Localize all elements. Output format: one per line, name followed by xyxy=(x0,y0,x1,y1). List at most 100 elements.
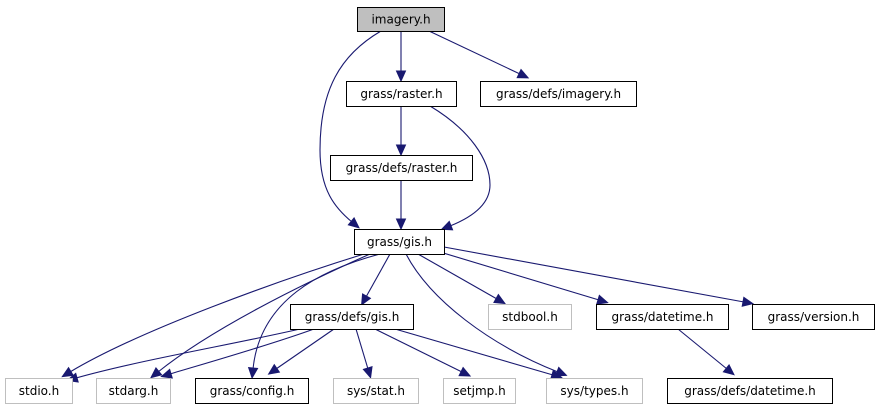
arrowhead-icon xyxy=(395,70,407,83)
edge-gis-to-config xyxy=(247,253,381,380)
node-label: grass/datetime.h xyxy=(611,310,713,324)
node-label: grass/defs/imagery.h xyxy=(496,87,621,101)
arrowhead-icon xyxy=(395,218,407,231)
node-label: grass/defs/raster.h xyxy=(346,161,458,175)
node-datetime[interactable]: grass/datetime.h xyxy=(596,304,729,330)
node-config[interactable]: grass/config.h xyxy=(195,378,309,404)
edge-line xyxy=(417,253,498,300)
edge-raster-to-gis xyxy=(429,105,491,231)
edge-defs-gis-to-sys-stat xyxy=(355,328,373,379)
node-stdio: stdio.h xyxy=(5,378,73,404)
edge-line xyxy=(443,246,745,303)
arrowhead-icon xyxy=(440,220,454,231)
node-box xyxy=(357,7,445,32)
edge-line xyxy=(75,328,301,379)
edge-line xyxy=(355,328,369,370)
node-label: setjmp.h xyxy=(453,384,505,398)
arrowhead-icon xyxy=(160,368,173,379)
node-box xyxy=(480,81,637,107)
edge-datetime-to-defs-datetime xyxy=(677,328,735,376)
node-version[interactable]: grass/version.h xyxy=(752,304,875,330)
edge-line xyxy=(169,328,315,375)
node-stdarg: stdarg.h xyxy=(96,378,171,404)
edge-line xyxy=(374,328,463,373)
node-gis[interactable]: grass/gis.h xyxy=(354,229,445,255)
node-box xyxy=(290,304,414,330)
arrowhead-icon xyxy=(362,366,373,379)
edge-imagery-to-defs-imagery xyxy=(428,30,530,79)
arrowhead-icon xyxy=(516,68,530,79)
arrowhead-icon xyxy=(361,293,372,306)
node-stdbool: stdbool.h xyxy=(488,304,572,330)
edge-line xyxy=(394,328,554,376)
edge-defs-gis-to-sys-types xyxy=(394,328,563,380)
edge-imagery-to-gis xyxy=(319,30,382,229)
edge-gis-to-version xyxy=(443,246,755,307)
node-box xyxy=(752,304,875,330)
edge-line xyxy=(405,253,559,373)
edge-line xyxy=(428,30,521,75)
node-box xyxy=(354,229,445,255)
edge-line xyxy=(252,253,381,370)
arrowhead-icon xyxy=(741,296,755,307)
node-setjmp: setjmp.h xyxy=(443,378,516,404)
arrowhead-icon xyxy=(150,366,163,379)
node-label: stdarg.h xyxy=(109,384,159,398)
node-defs-imagery[interactable]: grass/defs/imagery.h xyxy=(480,81,637,107)
edge-line xyxy=(677,328,728,370)
node-sys-types: sys/types.h xyxy=(546,378,643,404)
arrowhead-icon xyxy=(554,366,568,377)
edge-line xyxy=(319,30,382,223)
node-label: grass/defs/gis.h xyxy=(305,310,400,324)
edge-defs-raster-to-gis xyxy=(395,180,407,231)
node-label: grass/gis.h xyxy=(367,235,432,249)
edge-line xyxy=(275,328,335,370)
node-box xyxy=(443,378,516,404)
node-label: imagery.h xyxy=(371,13,430,27)
edge-defs-gis-to-stdio xyxy=(66,328,301,383)
edge-line xyxy=(439,251,600,301)
node-label: grass/defs/datetime.h xyxy=(684,384,816,398)
edge-gis-to-stdbool xyxy=(417,253,506,305)
node-box xyxy=(330,155,473,181)
node-box xyxy=(96,378,171,404)
node-label: grass/raster.h xyxy=(360,87,442,101)
arrowhead-icon xyxy=(247,366,259,380)
edge-gis-to-datetime xyxy=(439,251,609,305)
node-box xyxy=(195,378,309,404)
edge-raster-to-defs-raster xyxy=(395,106,407,157)
node-box xyxy=(333,378,419,404)
node-box xyxy=(5,378,73,404)
node-label: sys/types.h xyxy=(560,384,628,398)
edge-gis-to-sys-types xyxy=(405,253,568,377)
arrowhead-icon xyxy=(395,144,407,157)
node-box xyxy=(546,378,643,404)
arrowhead-icon xyxy=(347,216,360,229)
edge-gis-to-stdio xyxy=(61,253,365,378)
node-imagery[interactable]: imagery.h xyxy=(357,7,445,32)
edge-gis-to-defs-gis xyxy=(361,253,391,306)
node-defs-gis[interactable]: grass/defs/gis.h xyxy=(290,304,414,330)
edge-defs-gis-to-setjmp xyxy=(374,328,472,377)
edge-line xyxy=(429,105,491,227)
node-defs-raster[interactable]: grass/defs/raster.h xyxy=(330,155,473,181)
node-sys-stat: sys/stat.h xyxy=(333,378,419,404)
arrowhead-icon xyxy=(596,294,609,305)
edge-line xyxy=(365,253,391,298)
node-label: stdbool.h xyxy=(502,310,558,324)
edge-defs-gis-to-config xyxy=(267,328,335,375)
edge-defs-gis-to-stdarg xyxy=(160,328,315,379)
edge-imagery-to-raster xyxy=(395,31,407,83)
node-label: stdio.h xyxy=(19,384,59,398)
node-label: sys/stat.h xyxy=(347,384,405,398)
node-defs-datetime[interactable]: grass/defs/datetime.h xyxy=(667,378,833,404)
edge-line xyxy=(69,253,365,373)
node-raster[interactable]: grass/raster.h xyxy=(346,81,457,107)
node-label: grass/config.h xyxy=(210,384,295,398)
arrowhead-icon xyxy=(722,363,735,376)
node-box xyxy=(488,304,572,330)
node-box xyxy=(346,81,457,107)
arrowhead-icon xyxy=(493,293,506,305)
